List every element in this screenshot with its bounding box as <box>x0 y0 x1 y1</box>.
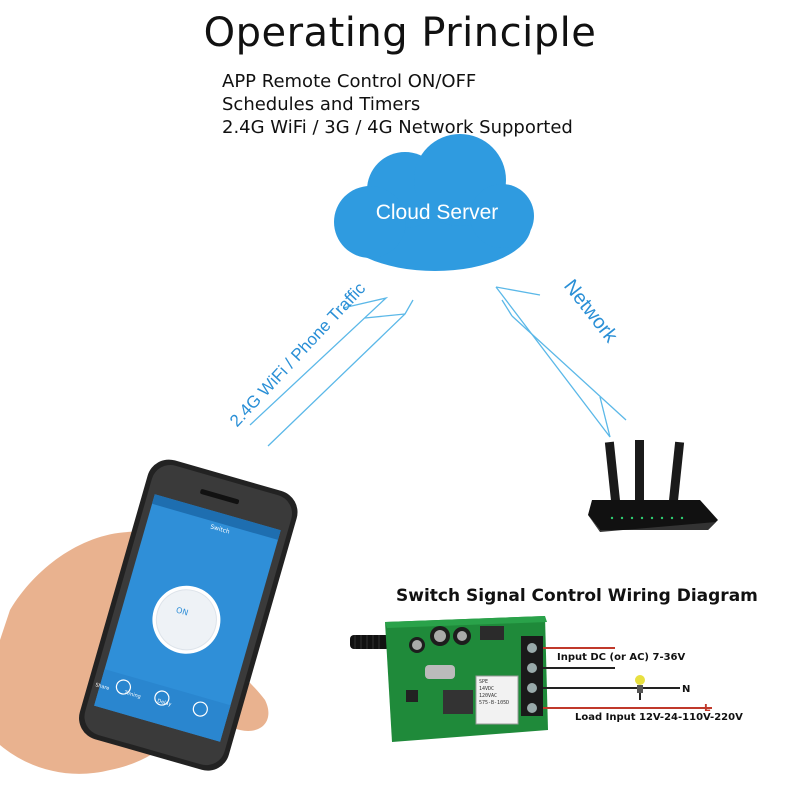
relay-brand: SPE <box>479 679 489 685</box>
relay-markings: SPE 14VDC 120VAC 575-B-105D <box>479 679 509 707</box>
feature-item: Schedules and Timers <box>222 94 421 115</box>
cloud-server-label: Cloud Server <box>375 201 499 224</box>
neutral-label: N <box>682 684 691 695</box>
network-arrows <box>495 286 627 438</box>
relay-ac-rating: 120VAC <box>479 693 498 699</box>
relay-board <box>350 616 548 742</box>
wifi-arrows <box>249 296 414 447</box>
wiring-lines <box>543 647 712 709</box>
relay-dc-rating: 14VDC <box>479 686 495 692</box>
lightbulb-icon <box>635 675 645 693</box>
load-voltage-label: Load Input 12V-24-110V-220V <box>575 712 743 723</box>
input-voltage-label: Input DC (or AC) 7-36V <box>557 652 686 663</box>
relay-model: 575-B-105D <box>479 700 510 706</box>
page-title: Operating Principle <box>203 10 597 56</box>
feature-item: 2.4G WiFi / 3G / 4G Network Supported <box>222 117 573 138</box>
cloud-shape <box>334 134 534 271</box>
router-icon <box>588 440 718 532</box>
feature-list: APP Remote Control ON/OFF Schedules and … <box>222 70 573 139</box>
smartphone <box>79 459 298 771</box>
wiring-diagram-title: Switch Signal Control Wiring Diagram <box>396 586 758 606</box>
live-label: L <box>704 703 711 714</box>
feature-item: APP Remote Control ON/OFF <box>222 71 477 92</box>
